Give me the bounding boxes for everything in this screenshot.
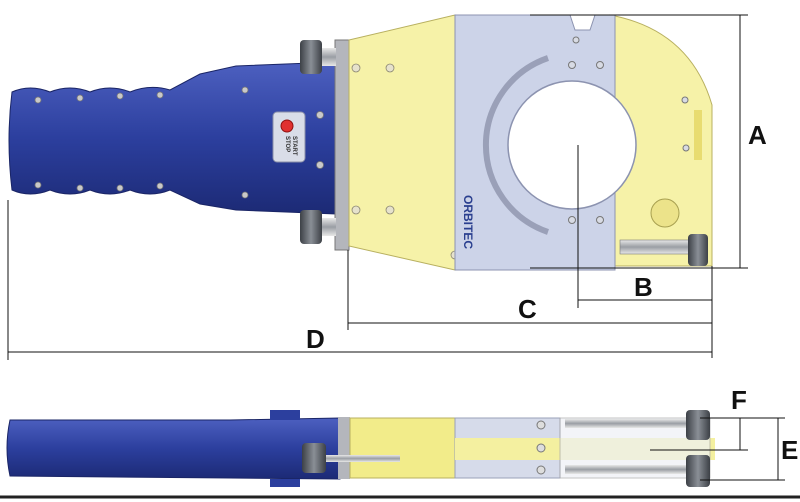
- side-view: F E: [0, 385, 800, 499]
- brand-label: ORBITEC: [461, 195, 475, 249]
- side-clamp-knob[interactable]: [302, 443, 400, 473]
- dimension-label-f: F: [731, 385, 747, 415]
- housing-screws: [351, 63, 460, 260]
- housing-right-plate: [609, 14, 713, 267]
- side-handle-tab-bottom: [270, 479, 300, 487]
- guide-arc: [483, 55, 549, 235]
- start-stop-button[interactable]: START STOP: [272, 111, 306, 163]
- side-handle: [6, 417, 341, 480]
- handle-grip: [8, 61, 337, 215]
- dimension-label-a: A: [748, 120, 767, 150]
- stop-label: STOP: [284, 136, 290, 152]
- top-view: START STOP ORBITEC: [7, 14, 767, 360]
- housing-hole: [650, 198, 680, 228]
- handle-screws: [34, 86, 324, 199]
- dimension-label-e: E: [781, 435, 798, 465]
- dimension-lines: [7, 14, 748, 360]
- start-label: START: [291, 136, 297, 156]
- side-dimension-lines: [650, 417, 785, 481]
- feed-knob[interactable]: [619, 234, 708, 266]
- dimension-label-d: D: [306, 324, 325, 354]
- mounting-plate: [334, 39, 350, 251]
- side-mount-plate: [338, 417, 350, 479]
- side-feed-knob-bottom[interactable]: [565, 455, 710, 487]
- clamp-knob-bottom[interactable]: [300, 210, 336, 244]
- housing-slot: [694, 110, 702, 160]
- housing-left-plate: [348, 14, 456, 271]
- dimension-label-b: B: [634, 272, 653, 302]
- pipe-opening: [507, 80, 637, 210]
- side-yellow-section: [349, 417, 456, 479]
- clamp-knob-top[interactable]: [300, 40, 336, 74]
- dimension-label-c: C: [518, 294, 537, 324]
- side-screws: [536, 420, 546, 475]
- plate-screws: [568, 36, 690, 224]
- side-handle-tab: [270, 410, 300, 420]
